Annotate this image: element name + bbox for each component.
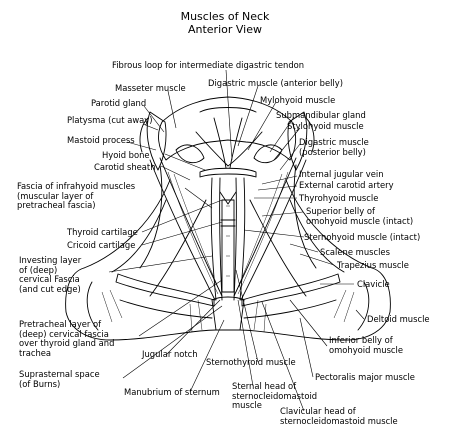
label-carotid-sheath: Carotid sheath bbox=[94, 163, 156, 173]
label-thyroid-cartilage: Thyroid cartilage bbox=[67, 228, 138, 238]
digastric-anterior-shape bbox=[214, 118, 242, 168]
left-omohyoid-shape bbox=[150, 200, 206, 296]
label-scalene-muscles: Scalene muscles bbox=[320, 248, 390, 258]
label-pectoralis-major: Pectoralis major muscle bbox=[315, 373, 415, 383]
label-omohyoid-inferior: Inferior belly of omohyoid muscle bbox=[329, 336, 403, 355]
label-clavicular-head-scm: Clavicular head of sternocleidomastoid m… bbox=[280, 407, 398, 426]
label-deltoid-muscle: Deltoid muscle bbox=[367, 315, 430, 325]
label-pretracheal-layer: Pretracheal layer of (deep) cervical fas… bbox=[19, 320, 114, 358]
label-fascia-infrahyoid: Fascia of infrahyoid muscles (muscular l… bbox=[17, 182, 135, 211]
label-mastoid-process: Mastoid process bbox=[67, 136, 135, 146]
label-sternothyroid-muscle: Sternothyroid muscle bbox=[206, 358, 296, 368]
cricoid-shape bbox=[221, 220, 235, 226]
mylohyoid-shape bbox=[196, 132, 262, 166]
mandible-outline bbox=[159, 97, 296, 160]
label-external-carotid-artery: External carotid artery bbox=[299, 181, 394, 191]
label-digastric-posterior: Digastric muscle (posterior belly) bbox=[299, 138, 369, 157]
label-submandibular-gland: Submandibular gland bbox=[276, 111, 366, 121]
right-sternohyoid-shape bbox=[234, 178, 245, 300]
left-clavicle-shape bbox=[116, 274, 214, 306]
manubrium-shape bbox=[212, 297, 244, 330]
label-sternohyoid-muscle: Sternohyoid muscle (intact) bbox=[304, 233, 420, 243]
label-fibrous-loop: Fibrous loop for intermediate digastric … bbox=[112, 61, 304, 71]
label-clavicle: Clavicle bbox=[357, 280, 390, 290]
label-masseter-muscle: Masseter muscle bbox=[115, 84, 186, 94]
label-internal-jugular-vein: Internal jugular vein bbox=[299, 170, 384, 180]
label-stylohyoid-muscle: Stylohyoid muscle bbox=[287, 122, 364, 132]
label-trapezius-muscle: Trapezius muscle bbox=[337, 261, 409, 271]
label-omohyoid-superior: Superior belly of omohyoid muscle (intac… bbox=[306, 207, 413, 226]
label-mylohyoid-muscle: Mylohyoid muscle bbox=[260, 96, 335, 106]
submandibular-gland-shape-right bbox=[254, 145, 282, 163]
chin-contour bbox=[200, 108, 256, 113]
left-sternohyoid-shape bbox=[211, 178, 222, 300]
label-manubrium: Manubrium of sternum bbox=[124, 388, 220, 398]
trachea-shape bbox=[222, 200, 234, 292]
label-platysma: Platysma (cut away) bbox=[67, 116, 153, 126]
label-jugular-notch: Jugular notch bbox=[142, 350, 198, 360]
label-digastric-anterior: Digastric muscle (anterior belly) bbox=[208, 79, 343, 89]
label-cricoid-cartilage: Cricoid cartilage bbox=[67, 241, 135, 251]
label-thyrohyoid-muscle: Thyrohyoid muscle bbox=[299, 194, 378, 204]
label-investing-layer: Investing layer of (deep) cervical Fasci… bbox=[19, 256, 81, 294]
label-suprasternal-space: Suprasternal space (of Burns) bbox=[19, 370, 100, 389]
label-parotid-gland: Parotid gland bbox=[91, 99, 146, 109]
label-hyoid-bone: Hyoid bone bbox=[102, 151, 150, 161]
hyoid-bone-shape bbox=[200, 168, 256, 177]
